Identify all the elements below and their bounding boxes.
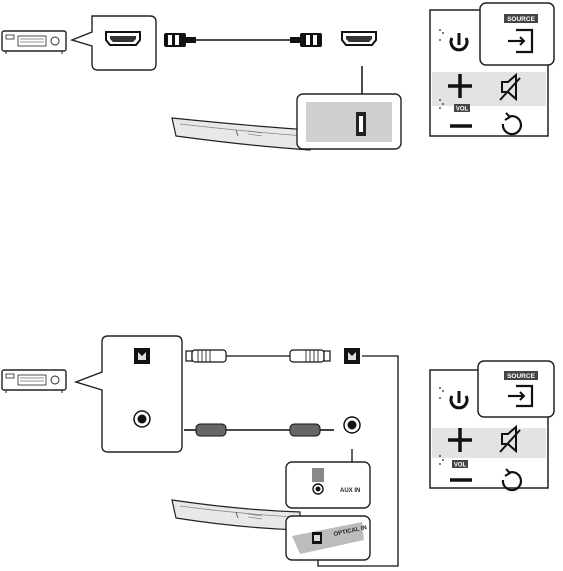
mute-icon[interactable] xyxy=(499,72,521,102)
optical-port-icon xyxy=(344,348,360,364)
soundbar xyxy=(171,117,311,151)
hdmi-cable xyxy=(164,33,322,47)
remote-control: VOL SOURCE xyxy=(429,2,555,137)
device-port-callout xyxy=(69,15,157,71)
mute-icon[interactable] xyxy=(499,424,521,454)
hdmi-port-icon xyxy=(105,31,141,46)
aux-in-label: AUX IN xyxy=(340,488,360,494)
repeat-icon[interactable] xyxy=(501,468,522,492)
optical-cable xyxy=(185,349,331,363)
soundbar-port-zoom xyxy=(296,93,402,150)
source-input-icon[interactable] xyxy=(508,28,534,54)
source-input-icon[interactable] xyxy=(508,384,534,408)
hdmi-port-icon xyxy=(341,31,377,46)
plus-icon[interactable] xyxy=(448,428,472,452)
plus-icon[interactable] xyxy=(448,74,472,98)
aux-in-port-zoom: AUX IN xyxy=(285,461,371,509)
indicator-dots xyxy=(439,387,444,465)
vol-label: VOL xyxy=(454,463,467,469)
optical-port-icon xyxy=(134,348,150,364)
source-label: SOURCE xyxy=(507,373,535,380)
hdmi-connection-section xyxy=(1,15,402,151)
optical-aux-connection-section: AUX IN OPTICAL IN xyxy=(1,335,399,567)
vol-badge xyxy=(454,104,470,112)
source-label: SOURCE xyxy=(507,16,535,23)
remote-control: VOL SOURCE xyxy=(429,360,555,492)
indicator-dots xyxy=(439,29,444,109)
source-button-callout[interactable]: SOURCE xyxy=(479,2,555,66)
power-icon[interactable] xyxy=(449,33,469,52)
optical-in-port-zoom: OPTICAL IN xyxy=(285,515,371,561)
external-device xyxy=(1,30,67,54)
repeat-icon[interactable] xyxy=(501,112,522,136)
aux-jack-icon xyxy=(343,416,361,434)
external-device xyxy=(1,369,67,393)
source-button-callout[interactable]: SOURCE xyxy=(477,360,555,418)
power-icon[interactable] xyxy=(449,391,469,410)
aux-cable xyxy=(184,423,334,437)
device-port-callout xyxy=(73,335,183,453)
vol-label: VOL xyxy=(456,107,469,113)
vol-badge xyxy=(452,460,468,468)
aux-jack-icon xyxy=(133,410,151,428)
soundbar xyxy=(171,499,301,531)
